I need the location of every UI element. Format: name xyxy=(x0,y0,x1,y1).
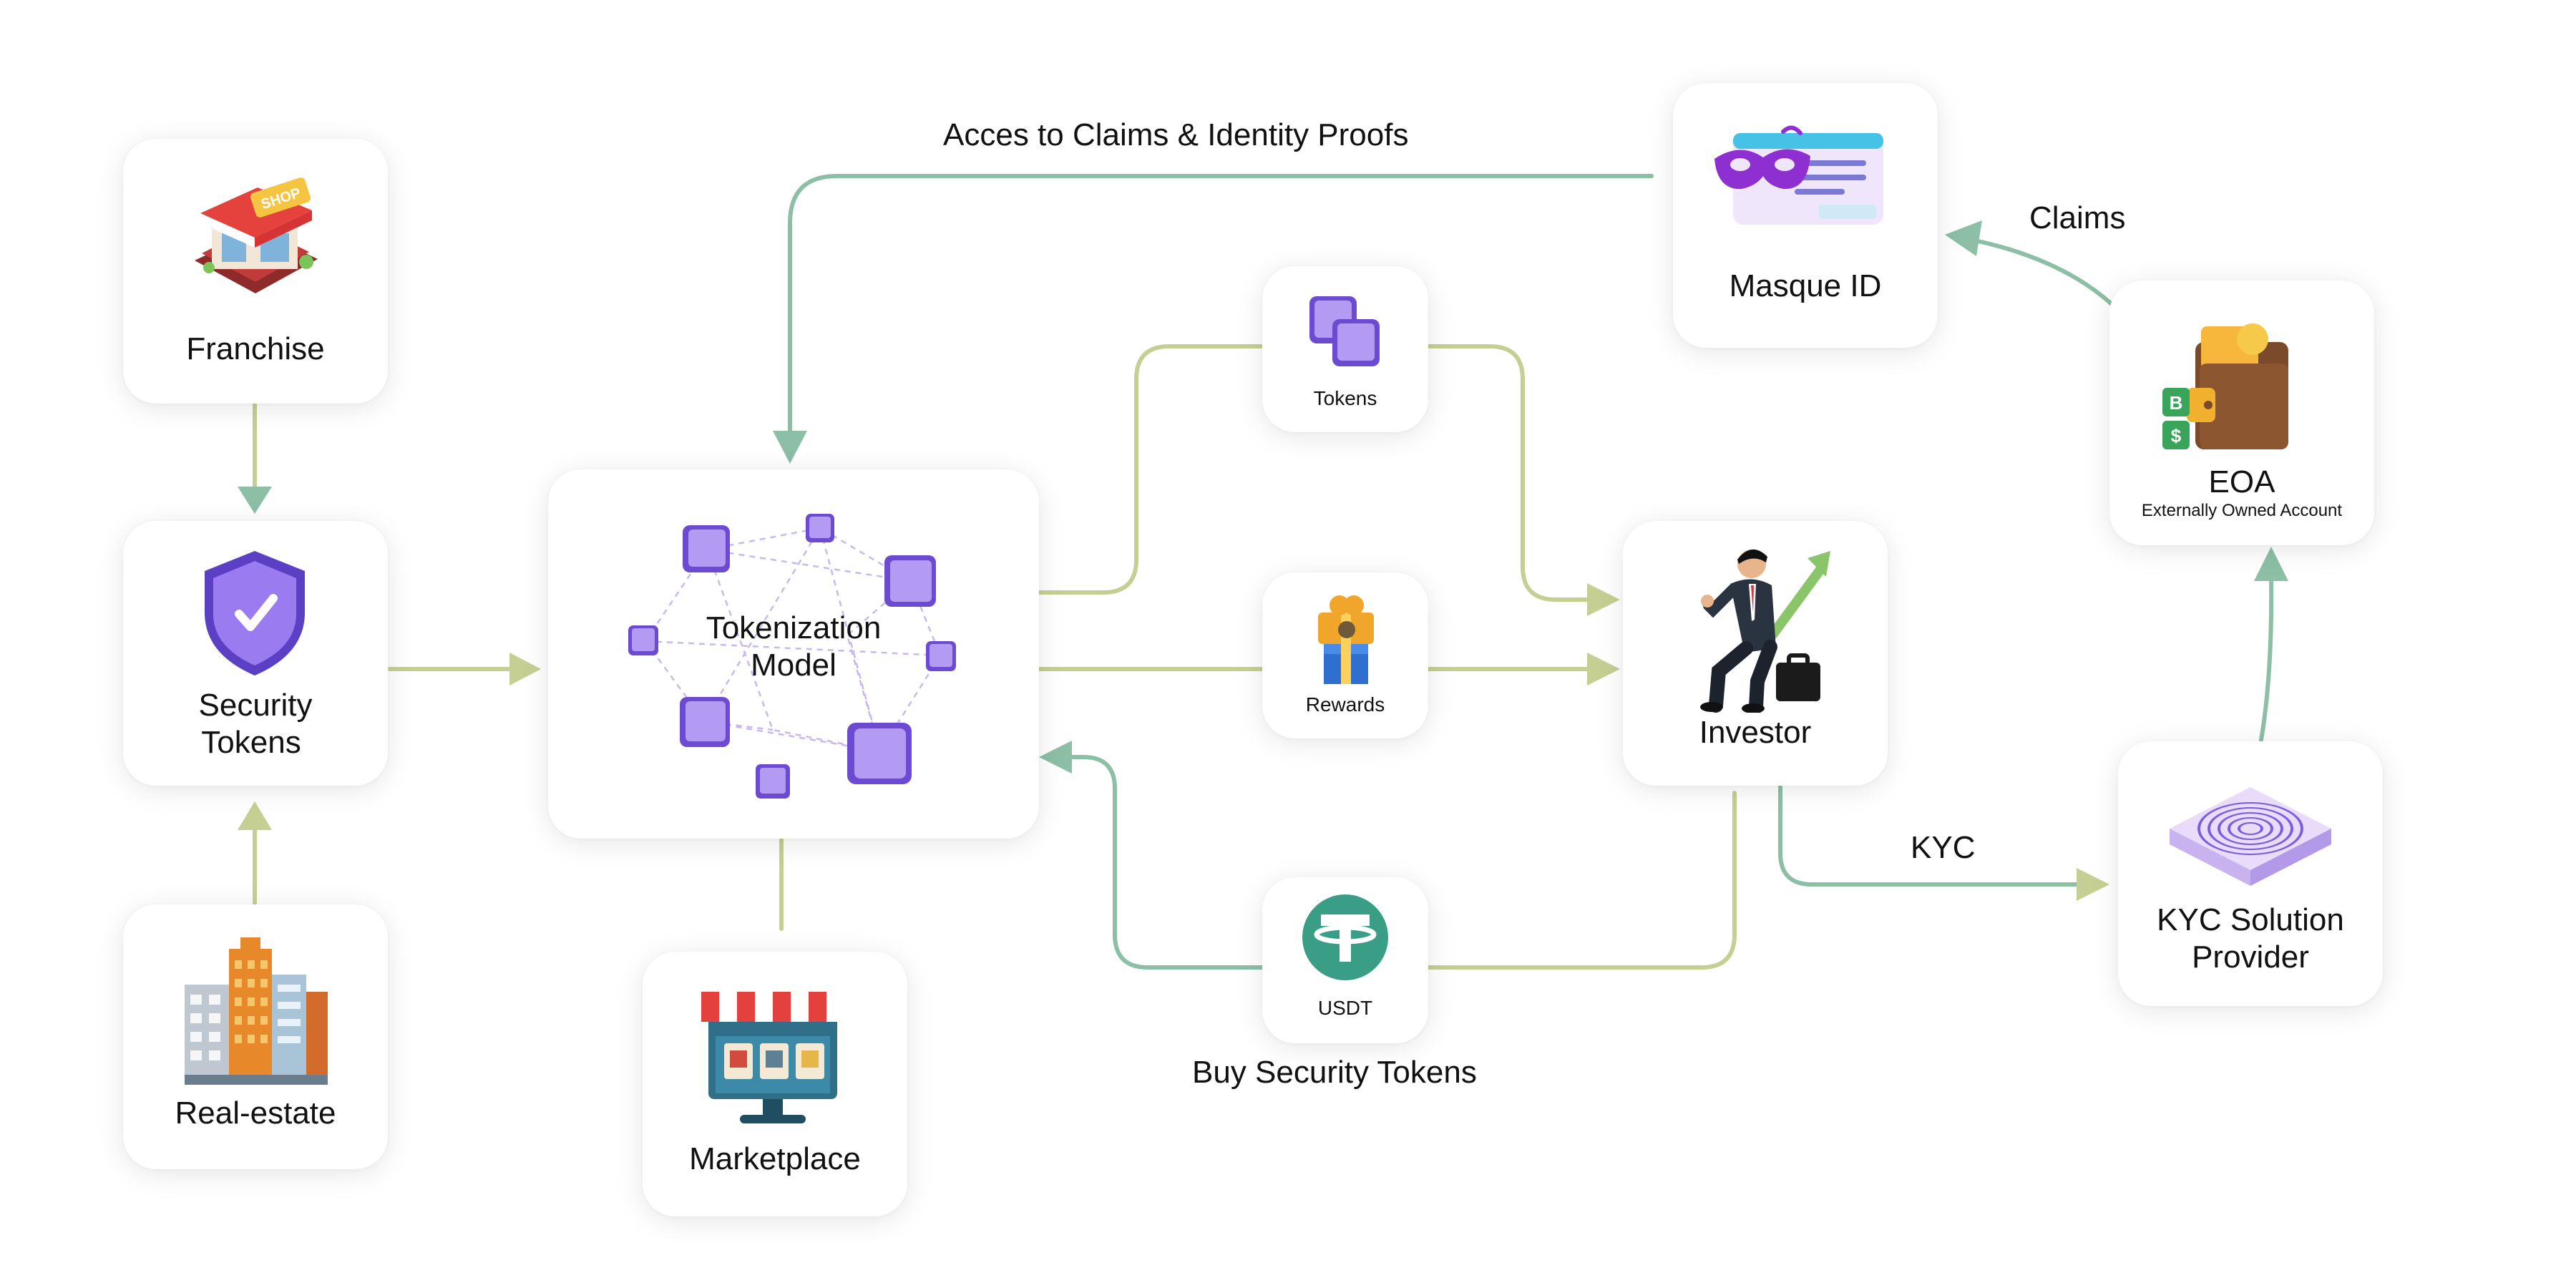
wallet-icon: B $ xyxy=(2162,323,2288,449)
edge-investor-kyc xyxy=(1778,785,2090,887)
label-marketplace: Marketplace xyxy=(689,1141,861,1176)
edge-label-buy: Buy Security Tokens xyxy=(1192,1055,1477,1090)
edge-tokenization-tokens xyxy=(1037,344,1263,595)
label-kyc-line2: Provider xyxy=(2192,940,2309,975)
edge-eoa-masque xyxy=(1973,238,2113,306)
edge-kyc-eoa xyxy=(2259,570,2274,742)
node-security-tokens: Security Tokens xyxy=(123,521,388,786)
tokens-icon xyxy=(1309,296,1380,366)
label-eoa-sub: Externally Owned Account xyxy=(2141,501,2343,520)
node-masque-id: Masque ID xyxy=(1673,83,1938,348)
label-real-estate: Real-estate xyxy=(175,1096,336,1131)
eoa-badge-top: B xyxy=(2170,392,2183,414)
label-masque-id: Masque ID xyxy=(1729,268,1882,303)
label-kyc-line1: KYC Solution xyxy=(2157,902,2344,937)
masque-id-card-icon xyxy=(1714,125,1883,225)
buildings-icon xyxy=(185,937,328,1085)
node-kyc-provider: KYC Solution Provider xyxy=(2118,741,2383,1006)
investor-icon xyxy=(1700,549,1830,713)
node-tokens: Tokens xyxy=(1262,266,1428,432)
label-rewards: Rewards xyxy=(1305,693,1385,716)
node-real-estate: Real-estate xyxy=(123,904,388,1169)
label-tokens: Tokens xyxy=(1313,387,1377,409)
label-security-line1: Security xyxy=(198,688,313,723)
token-cubes xyxy=(628,514,956,799)
label-tokenization-line1: Tokenization xyxy=(706,610,882,645)
node-eoa: B $ EOA Externally Owned Account xyxy=(2109,280,2374,545)
network-icon xyxy=(628,514,956,799)
shop-icon: SHOP xyxy=(195,177,318,293)
edge-masque-tokenization xyxy=(788,174,1654,459)
usdt-coin-icon xyxy=(1302,894,1388,980)
edge-tokens-investor xyxy=(1426,344,1599,602)
label-usdt: USDT xyxy=(1317,997,1373,1019)
edge-label-kyc: KYC xyxy=(1911,830,1976,865)
edge-label-claims: Claims xyxy=(2029,200,2126,235)
shield-check-icon xyxy=(205,551,305,675)
label-investor: Investor xyxy=(1699,715,1812,750)
gift-box-icon xyxy=(1318,595,1374,684)
node-franchise: SHOP Franchise xyxy=(123,139,388,404)
node-investor: Investor xyxy=(1623,521,1888,786)
node-rewards: Rewards xyxy=(1262,572,1428,738)
label-security-line2: Tokens xyxy=(201,725,301,760)
label-eoa: EOA xyxy=(2208,464,2275,499)
node-marketplace: Marketplace xyxy=(643,952,907,1216)
edge-label-claims-access: Acces to Claims & Identity Proofs xyxy=(943,117,1409,152)
edge-investor-usdt xyxy=(1426,791,1737,970)
edge-usdt-tokenization xyxy=(1054,755,1264,970)
node-usdt: USDT xyxy=(1262,877,1428,1043)
storefront-monitor-icon xyxy=(701,992,844,1123)
eoa-badge-bottom: $ xyxy=(2171,425,2182,447)
fingerprint-pad-icon xyxy=(2170,787,2331,886)
label-tokenization-line2: Model xyxy=(751,648,836,683)
label-franchise: Franchise xyxy=(186,331,325,366)
node-tokenization-model: Tokenization Model xyxy=(548,469,1039,839)
